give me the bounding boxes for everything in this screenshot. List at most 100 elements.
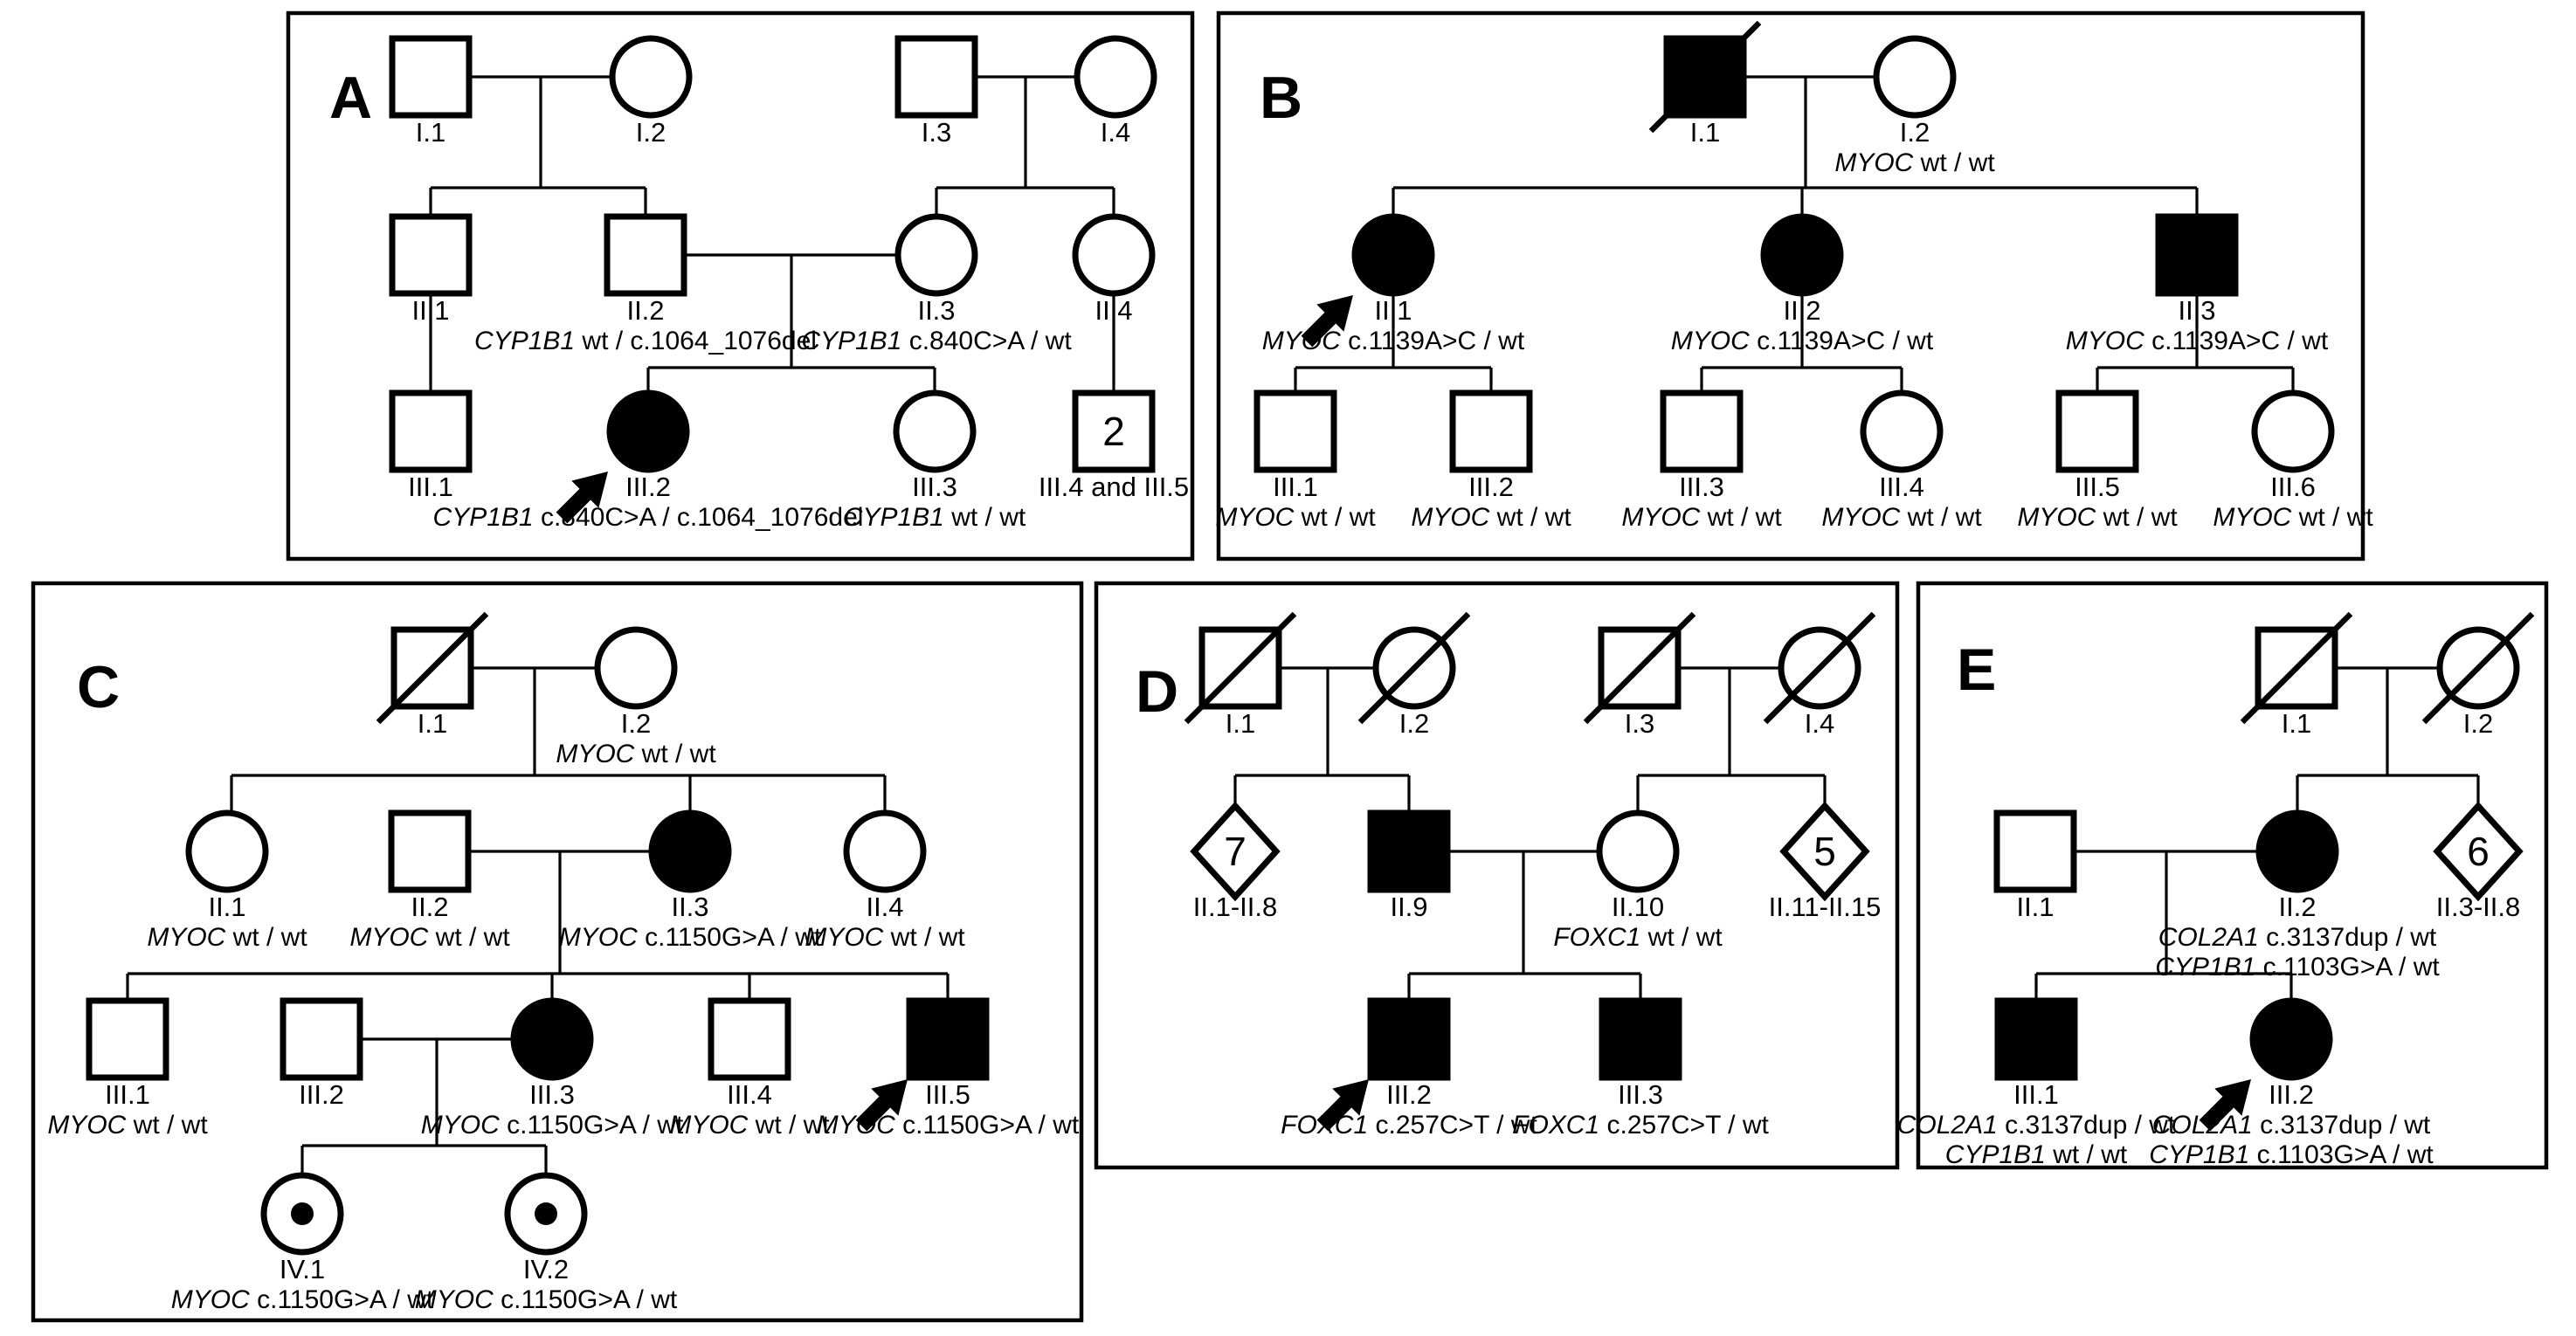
male-symbol <box>1367 997 1451 1081</box>
individual-D-II.11-II.15: 5II.11-II.15 <box>1769 801 1881 922</box>
individual-id-label: I.1 <box>1226 708 1255 739</box>
female-symbol <box>609 35 693 119</box>
individual-id-label: III.1 <box>2013 1079 2059 1110</box>
panel-border-D <box>1094 581 1900 1170</box>
female-symbol <box>1596 809 1680 893</box>
male-symbol <box>388 809 472 893</box>
individual-C-I.1: I.1 <box>376 611 489 739</box>
individual-id-label: II.2 <box>1783 295 1820 326</box>
female-symbol <box>1860 389 1944 473</box>
genotype-label: MYOC c.1150G>A / wt <box>559 923 822 952</box>
individual-A-III.1: III.1 <box>389 389 473 502</box>
male-symbol <box>708 997 791 1081</box>
male-symbol <box>2055 389 2139 473</box>
panel-label-D: D <box>1136 658 1178 725</box>
male-symbol <box>1660 389 1744 473</box>
individual-id-label: III.2 <box>1386 1079 1432 1110</box>
male-symbol <box>389 213 473 297</box>
female-symbol <box>1072 213 1156 297</box>
individual-id-label: I.2 <box>636 117 666 148</box>
individual-id-label: II.9 <box>1390 892 1427 922</box>
genotype-label: MYOC c.1150G>A / wt <box>171 1285 434 1314</box>
female-symbol <box>648 809 732 893</box>
carrier-dot <box>291 1202 314 1225</box>
proband-arrow <box>1301 295 1353 348</box>
individual-id-label: III.3 <box>1679 472 1724 502</box>
deceased-slash <box>1763 611 1876 725</box>
individual-id-label: II.3 <box>671 892 708 922</box>
genotype-label: CYP1B1 c.840C>A / c.1064_1076del <box>433 503 864 532</box>
genotype-label: MYOC wt / wt <box>1834 148 1995 177</box>
individual-id-label: III.4 <box>727 1079 772 1110</box>
individual-id-label: II.1 <box>411 295 449 326</box>
genotype-label: MYOC wt / wt <box>1621 503 1782 532</box>
individual-D-III.2: III.2FOXC1 c.257C>T / wt <box>1281 997 1538 1140</box>
male-symbol <box>389 35 473 119</box>
genotype-label: MYOC wt / wt <box>147 923 307 952</box>
genotype-label: MYOC wt / wt <box>349 923 510 952</box>
count-label: 2 <box>1102 409 1125 454</box>
individual-D-II.9: II.9 <box>1367 809 1451 922</box>
panel-label-C: C <box>77 654 120 720</box>
individual-id-label: I.4 <box>1101 117 1130 148</box>
genotype-label: CYP1B1 c.1103G>A / wt <box>2155 953 2440 981</box>
genotype-label: MYOC c.1150G>A / wt <box>415 1285 678 1314</box>
individual-id-label: II.2 <box>626 295 664 326</box>
individual-id-label: II.4 <box>866 892 903 922</box>
male-symbol <box>894 35 978 119</box>
individual-id-label: III.4 <box>1879 472 1924 502</box>
individual-A-I.1: I.1 <box>389 35 473 148</box>
genotype-label: FOXC1 c.257C>T / wt <box>1281 1111 1537 1140</box>
male-symbol <box>1993 809 2077 893</box>
female-symbol <box>2249 997 2333 1081</box>
genotype-label: MYOC wt / wt <box>805 923 965 952</box>
individual-D-I.1: I.1 <box>1184 611 1297 739</box>
genotype-label: FOXC1 c.257C>T / wt <box>1512 1111 1769 1140</box>
individual-id-label: II.10 <box>1612 892 1664 922</box>
individual-id-label: II.2 <box>2278 892 2316 922</box>
individual-id-label: I.2 <box>2463 708 2493 739</box>
individual-A-II.4: II.4 <box>1072 213 1156 326</box>
count-label: 7 <box>1224 829 1247 874</box>
genotype-label: MYOC wt / wt <box>1821 503 1982 532</box>
male-symbol <box>604 213 687 297</box>
genotype-label: COL2A1 c.3137dup / wt <box>2158 923 2437 952</box>
panel-label-A: A <box>329 65 372 131</box>
genotype-label: MYOC wt / wt <box>2017 503 2178 532</box>
individual-id-label: II.3 <box>917 295 955 326</box>
individual-id-label: I.3 <box>1625 708 1654 739</box>
female-symbol <box>843 809 927 893</box>
genotype-label: MYOC c.1150G>A / wt <box>421 1111 684 1140</box>
individual-id-label: III.1 <box>105 1079 150 1110</box>
female-symbol <box>1760 213 1844 297</box>
individual-id-label: III.5 <box>925 1079 970 1110</box>
genotype-label: MYOC wt / wt <box>1411 503 1571 532</box>
deceased-slash <box>2240 611 2353 725</box>
individual-E-II.3-II.8: 6II.3-II.8 <box>2433 801 2524 922</box>
individual-id-label: II.1-II.8 <box>1193 892 1277 922</box>
genotype-label: MYOC c.1139A>C / wt <box>1262 327 1525 355</box>
panel-border-C <box>31 581 1084 1323</box>
multiple-individuals-symbol <box>1190 801 1281 902</box>
individual-A-II.1: II.1 <box>389 213 473 326</box>
individual-id-label: III.2 <box>299 1079 344 1110</box>
individual-A-I.2: I.2 <box>609 35 693 148</box>
individual-id-label: III.1 <box>1273 472 1318 502</box>
individual-id-label: I.1 <box>1690 117 1720 148</box>
